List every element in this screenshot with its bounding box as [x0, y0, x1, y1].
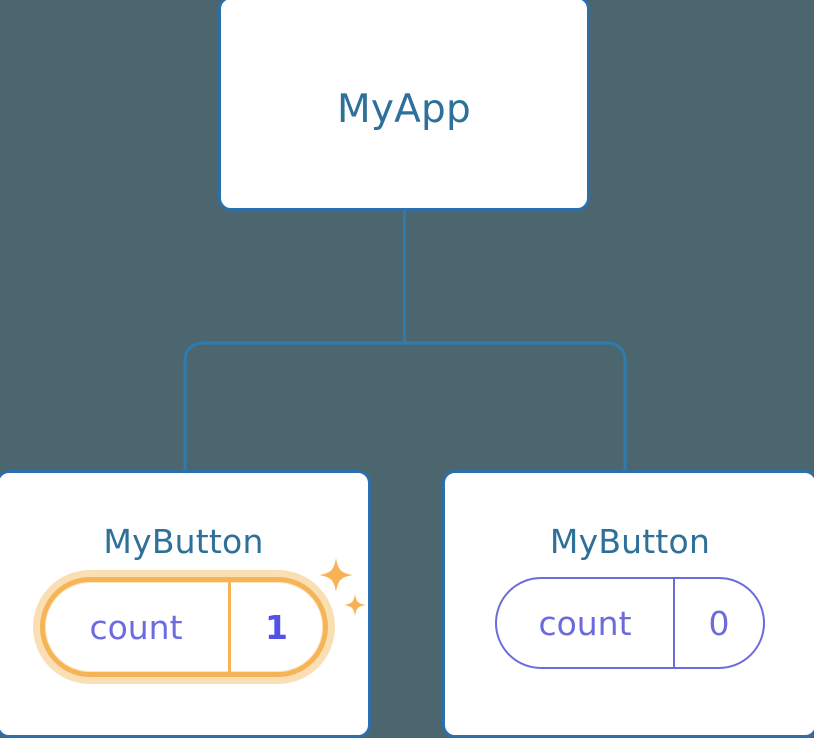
state-pill-right-key: count	[497, 579, 675, 667]
edge-branch-to-left-child	[183, 341, 405, 472]
state-pill-left-wrap: count 1	[0, 577, 368, 677]
node-mybutton-left[interactable]: MyButton count 1	[0, 470, 371, 738]
node-myapp[interactable]: MyApp	[218, 0, 590, 211]
state-pill-left-value: 1	[265, 607, 288, 647]
node-myapp-title: MyApp	[337, 87, 471, 132]
state-pill-left[interactable]: count 1	[39, 577, 328, 677]
node-mybutton-right[interactable]: MyButton count 0	[442, 470, 814, 738]
node-mybutton-right-title: MyButton	[549, 522, 711, 561]
edge-branch-to-right-child	[404, 341, 627, 472]
state-pill-left-key: count	[45, 582, 231, 672]
state-pill-right-wrap: count 0	[445, 577, 814, 669]
node-mybutton-left-title: MyButton	[103, 522, 264, 561]
state-pill-right[interactable]: count 0	[495, 577, 765, 669]
state-pill-right-value: 0	[708, 603, 730, 643]
